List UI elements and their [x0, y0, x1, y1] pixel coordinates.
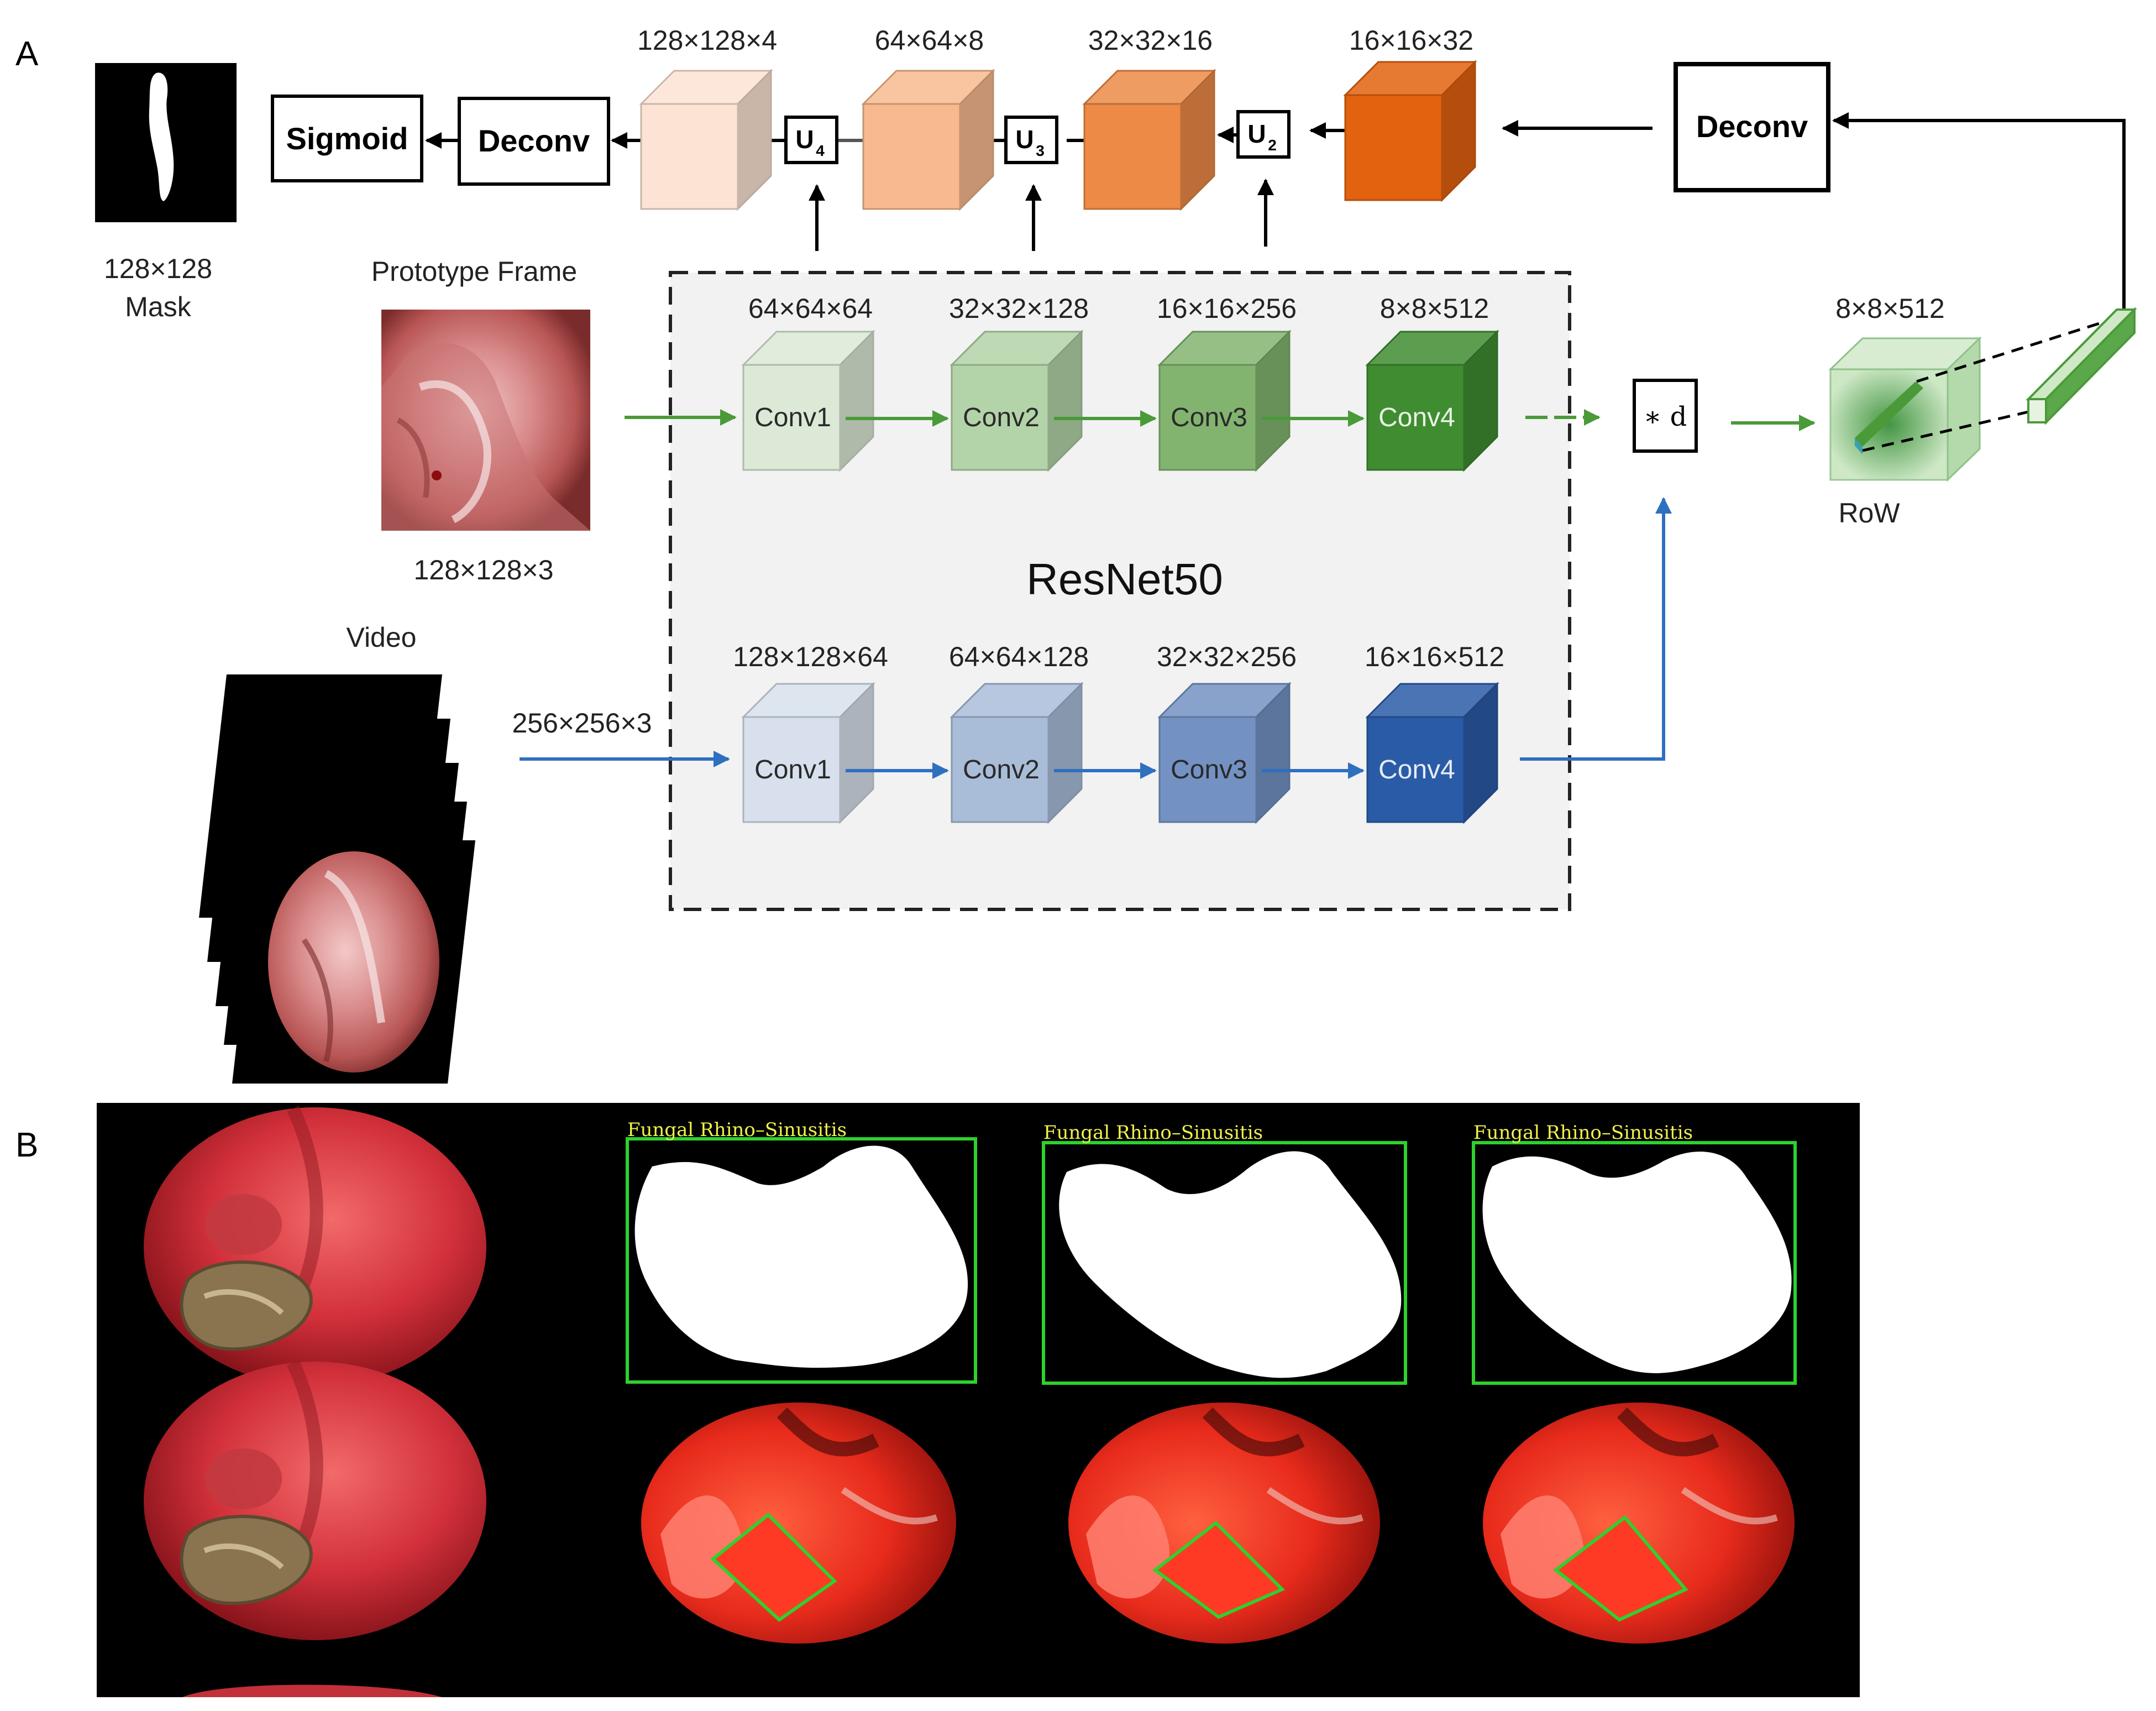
prototype-size: 128×128×3 [413, 554, 553, 585]
upsampler-index: 2 [1268, 137, 1277, 154]
detection-label: Fungal Rhino–Sinusitis [1473, 1122, 1693, 1144]
decoder-cube-3 [1082, 69, 1216, 211]
decoder-dims-3: 32×32×16 [1088, 25, 1213, 56]
segmentation-mask [1059, 1151, 1402, 1378]
panel-a-label: A [15, 35, 39, 73]
row-label: RoW [1838, 498, 1900, 529]
reference-frame-1 [144, 1105, 486, 1386]
template-conv1-cube [741, 329, 875, 472]
detection-3: Fungal Rhino–Sinusitis [1472, 1122, 1797, 1385]
detection-box [1042, 1141, 1407, 1385]
tracking-box [710, 1512, 837, 1622]
decoder-dims-2: 64×64×8 [875, 25, 984, 56]
template-conv4-dims: 8×8×512 [1380, 293, 1489, 324]
template-conv4-label: Conv4 [1378, 403, 1455, 432]
prototype-frame-image [381, 310, 590, 531]
template-conv2-dims: 32×32×128 [949, 293, 1089, 324]
upsampler-index: 3 [1036, 142, 1045, 159]
search-conv1-dims: 128×128×64 [733, 641, 888, 672]
video-frame [232, 840, 475, 1084]
deconv-left-label: Deconv [478, 123, 590, 158]
upsampler-label: U [1015, 125, 1034, 154]
template-conv3-cube [1157, 329, 1292, 472]
tracking-frame-3 [1483, 1403, 1795, 1644]
deconv-right-box [1674, 62, 1830, 192]
upsampler-label: U [1247, 119, 1266, 148]
deconv-right-label: Deconv [1696, 109, 1808, 144]
panel-b-label: B [15, 1126, 38, 1164]
template-conv2-cube [950, 329, 1084, 472]
search-conv3-label: Conv3 [1171, 755, 1247, 784]
row-dims: 8×8×512 [1835, 293, 1944, 324]
search-conv2-cube [950, 682, 1084, 824]
segmentation-mask [1482, 1152, 1792, 1373]
upsampler-label: U [795, 125, 814, 154]
tracking-frame-2 [1068, 1403, 1380, 1644]
search-conv4-label: Conv4 [1378, 755, 1455, 784]
sigmoid-box [271, 95, 423, 182]
arrow-row-to-deconv [1832, 112, 2126, 310]
sigmoid-label: Sigmoid [286, 121, 408, 156]
detection-2: Fungal Rhino–Sinusitis [1042, 1122, 1407, 1385]
detection-label: Fungal Rhino–Sinusitis [627, 1119, 847, 1141]
prototype-frame-title: Prototype Frame [371, 256, 577, 287]
template-conv4-cube [1365, 329, 1499, 472]
detection-label: Fungal Rhino–Sinusitis [1043, 1122, 1263, 1144]
mask-image [95, 63, 237, 222]
partial-frame [182, 1684, 442, 1697]
detection-results: Fungal Rhino–Sinusitis Fungal Rhino–Sinus… [626, 1119, 1797, 1385]
tracking-results [641, 1403, 1795, 1644]
search-conv3-cube [1157, 682, 1292, 824]
segmentation-mask [634, 1145, 968, 1368]
search-conv2-dims: 64×64×128 [949, 641, 1089, 672]
template-conv2-label: Conv2 [963, 403, 1040, 432]
template-conv1-dims: 64×64×64 [748, 293, 873, 324]
upsampler-index: 4 [816, 142, 825, 159]
search-conv3-dims: 32×32×256 [1157, 641, 1297, 672]
video-frame-stack [199, 674, 475, 1084]
resnet-title: ResNet50 [1026, 554, 1223, 604]
tracking-box [1553, 1515, 1688, 1622]
reference-frames [144, 1105, 486, 1697]
decoder-cubes: 128×128×4 64×64×8 32×32×16 16×16×32 [637, 25, 1477, 211]
tracking-box [1152, 1521, 1286, 1619]
mask-size: 128×128 [104, 253, 212, 284]
row-vector [2026, 307, 2137, 425]
reference-frame-2 [144, 1359, 486, 1640]
correlation-box [1633, 379, 1698, 453]
search-conv2-label: Conv2 [963, 755, 1040, 784]
decoder-dims-4: 16×16×32 [1349, 25, 1473, 56]
decoder-cube-4 [1343, 60, 1477, 202]
template-conv3-label: Conv3 [1171, 403, 1247, 432]
row-projection-line-bottom [1862, 410, 2029, 452]
video-title: Video [347, 622, 417, 653]
search-conv4-dims: 16×16×512 [1365, 641, 1504, 672]
template-conv1-label: Conv1 [754, 403, 831, 432]
row-projection-line-top [1916, 316, 2117, 383]
mask-name: Mask [125, 291, 191, 322]
row-volume [1828, 336, 1982, 482]
arrow-blue-conv4-to-corr [1520, 497, 1672, 761]
template-conv3-dims: 16×16×256 [1157, 293, 1297, 324]
search-conv4-cube [1365, 682, 1499, 824]
search-conv1-cube [741, 682, 875, 824]
correlation-label: ∗ d [1644, 401, 1687, 432]
search-conv1-label: Conv1 [754, 755, 831, 784]
decoder-cube-1 [639, 69, 773, 211]
detection-box [1472, 1141, 1797, 1385]
decoder-cube-2 [861, 69, 995, 211]
detection-1: Fungal Rhino–Sinusitis [626, 1119, 977, 1384]
tracking-frame-1 [641, 1403, 956, 1644]
video-size: 256×256×3 [512, 708, 652, 739]
detection-box [626, 1137, 977, 1384]
decoder-dims-1: 128×128×4 [637, 25, 777, 56]
deconv-left-box [458, 97, 610, 186]
